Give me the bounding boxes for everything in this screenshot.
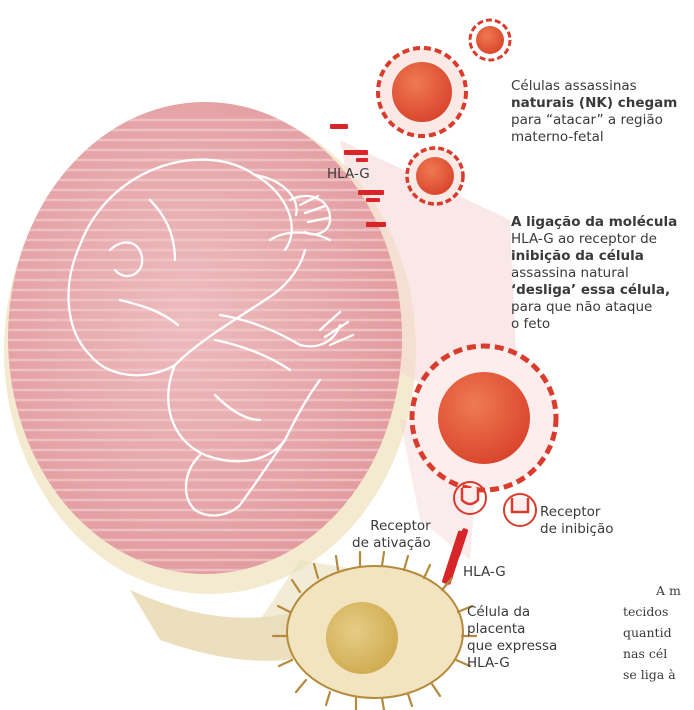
binding-caption-line: para que não ataque [511,299,677,316]
binding-caption-line: ‘desliga’ essa célula, [511,282,677,299]
nk-cell-small [470,20,510,60]
nk-cell-1 [378,48,466,136]
body-text-line: A m [623,580,693,601]
nk-caption-line: materno-fetal [511,129,677,146]
body-text-fragment: A m tecidos quantid nas cél se liga à [623,580,693,685]
body-text-line: quantid [623,622,693,643]
placenta-caption-line: HLA-G [467,655,557,672]
binding-caption-line: inibição da célula [511,248,677,265]
activation-caption-line: de ativação [352,535,431,552]
activation-caption-line: Receptor [352,518,431,535]
nk-cells-caption: Células assassinas naturais (NK) chegam … [511,78,677,146]
placenta-caption-line: Célula da [467,604,557,621]
binding-caption-line: A ligação da molécula [511,214,677,231]
binding-caption-line: HLA-G ao receptor de [511,231,677,248]
nk-caption-line: Células assassinas [511,78,677,95]
inhibition-caption-line: de inibição [540,521,614,538]
nk-caption-line: naturais (NK) chegam [511,95,677,112]
inhibition-receptor-caption: Receptor de inibição [540,504,614,538]
nk-cell-2 [407,148,463,204]
hla-g-label-top: HLA-G [327,166,370,183]
placenta-cell-caption: Célula da placenta que expressa HLA-G [467,604,557,672]
nk-caption-line: para “atacar” a região [511,112,677,129]
body-text-line: tecidos [623,601,693,622]
activation-receptor-caption: Receptor de ativação [352,518,431,552]
inhibition-receptor [504,494,536,526]
placenta-caption-line: placenta [467,621,557,638]
inhibition-caption-line: Receptor [540,504,614,521]
binding-caption: A ligação da molécula HLA-G ao receptor … [511,214,677,333]
binding-caption-line: assassina natural [511,265,677,282]
binding-caption-line: o feto [511,316,677,333]
hla-g-label-bottom: HLA-G [463,564,506,581]
body-text-line: se liga à [623,664,693,685]
placenta-caption-line: que expressa [467,638,557,655]
body-text-line: nas cél [623,643,693,664]
nk-cell-large [412,346,556,490]
